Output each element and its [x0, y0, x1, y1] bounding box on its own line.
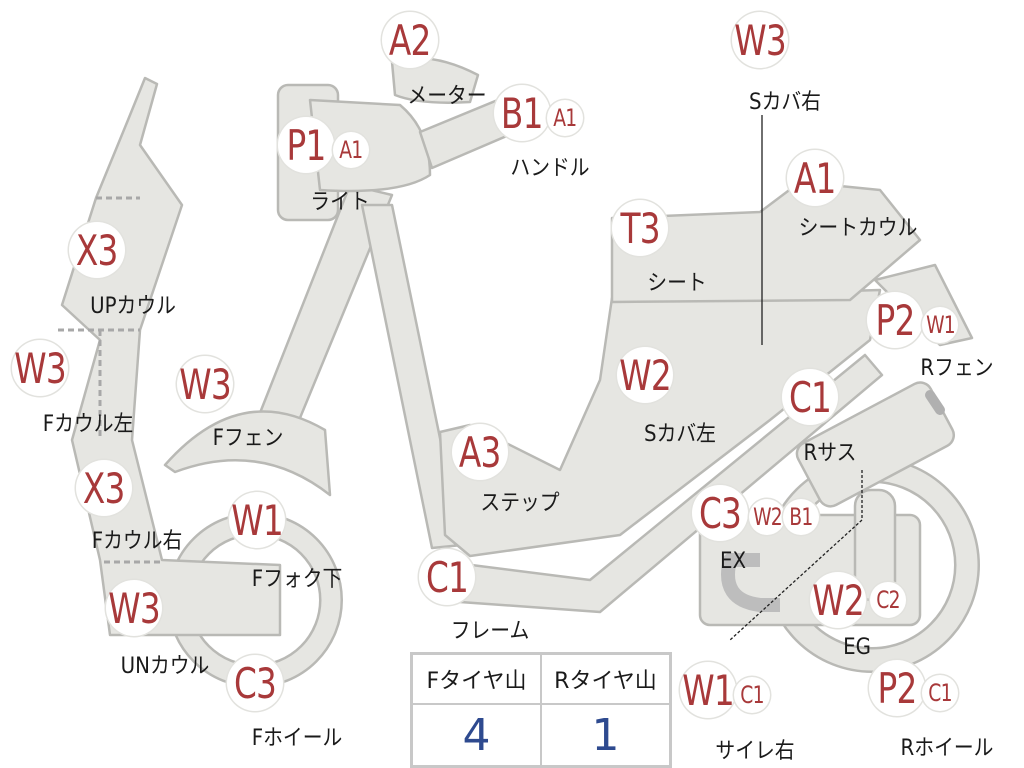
grade-badge: W2 — [617, 347, 673, 403]
grade-badge: A2 — [382, 12, 438, 68]
grade-text: X3 — [83, 463, 126, 513]
grade-badge: C3 — [692, 485, 748, 541]
part-label: Rフェン — [920, 356, 994, 381]
grade-text: W1 — [925, 311, 956, 339]
part-label: サイレ右 — [715, 739, 795, 764]
grade-text: W2 — [812, 575, 864, 625]
part-label: UNカウル — [120, 654, 210, 679]
grade-badge: C1 — [419, 549, 475, 605]
grade-text: W3 — [734, 15, 786, 65]
grade-badge: C1 — [734, 677, 770, 713]
grade-badge: W3 — [106, 580, 162, 636]
grade-text: A3 — [459, 427, 501, 477]
grade-text: X3 — [76, 225, 119, 275]
grade-text: W1 — [231, 495, 283, 545]
grade-badge: W1 — [680, 662, 736, 718]
grade-badge: P2 — [869, 660, 925, 716]
part-label: Fホイール — [251, 726, 343, 751]
grade-text: C3 — [233, 658, 277, 708]
grade-badge: P1 — [278, 117, 334, 173]
grade-text: B1 — [501, 88, 544, 138]
grade-text: C1 — [788, 372, 832, 422]
grade-text: C3 — [698, 488, 742, 538]
front-tire-header: Fタイヤ山 — [410, 652, 542, 705]
grade-badge: A3 — [452, 424, 508, 480]
grade-text: P2 — [875, 295, 915, 345]
grade-badge: A1 — [787, 150, 843, 206]
grade-text: A1 — [339, 136, 363, 164]
part-label: Rホイール — [900, 736, 994, 761]
grade-text: W3 — [14, 343, 66, 393]
part-label: EG — [843, 635, 871, 660]
part-label: フレーム — [450, 619, 530, 644]
grade-text: P2 — [877, 663, 917, 713]
grade-text: C1 — [425, 552, 469, 602]
grade-badge: X3 — [76, 460, 132, 516]
grade-text: P1 — [286, 120, 326, 170]
part-label: シート — [647, 271, 707, 296]
part-label: シートカウル — [798, 216, 918, 241]
grade-badge: W3 — [177, 356, 233, 412]
grade-text: T3 — [620, 203, 660, 253]
grade-badge: W1 — [229, 492, 285, 548]
part-label: EX — [719, 549, 747, 574]
front-fender-shape — [163, 410, 332, 497]
grade-text: A1 — [553, 104, 577, 132]
grade-badge: B1 — [783, 499, 819, 535]
grade-text: C1 — [740, 681, 764, 709]
grade-badge: X3 — [69, 222, 125, 278]
grade-badge: W3 — [12, 340, 68, 396]
grade-badge: B1 — [494, 85, 550, 141]
grade-text: B1 — [789, 503, 813, 531]
rear-tire-header: Rタイヤ山 — [540, 652, 672, 705]
part-label: Fカウル左 — [42, 412, 134, 437]
front-tire-value: 4 — [410, 703, 542, 768]
grade-badge: C3 — [227, 655, 283, 711]
grade-text: W2 — [619, 350, 671, 400]
grade-badge: C2 — [870, 582, 906, 618]
grade-badge: C1 — [782, 369, 838, 425]
grade-badge: P2 — [867, 292, 923, 348]
part-label: ライト — [310, 190, 370, 215]
grade-badge: T3 — [612, 200, 668, 256]
grade-badge: C1 — [922, 675, 958, 711]
grade-badge: W2 — [749, 499, 785, 535]
grade-badge: A1 — [333, 132, 369, 168]
part-label: Fフェン — [212, 426, 284, 451]
part-label: UPカウル — [90, 294, 176, 319]
handle-hub-shape — [308, 98, 432, 193]
part-label: メーター — [407, 84, 487, 109]
grade-badge: W1 — [922, 307, 958, 343]
part-label: Fカウル右 — [91, 529, 183, 554]
tire-tread-table: Fタイヤ山 Rタイヤ山 4 1 — [410, 652, 672, 768]
seat-shape — [610, 180, 922, 304]
rear-tire-value: 1 — [540, 703, 672, 768]
grade-text: C1 — [928, 679, 952, 707]
grade-text: W1 — [682, 665, 734, 715]
part-label: Sカバ左 — [644, 422, 716, 447]
part-label: ステップ — [480, 491, 560, 516]
part-label: Fフォク下 — [251, 567, 343, 592]
grade-text: C2 — [876, 586, 900, 614]
grade-text: W2 — [752, 503, 783, 531]
grade-text: A2 — [389, 15, 431, 65]
part-label: Sカバ右 — [749, 90, 821, 115]
grade-text: W3 — [179, 359, 231, 409]
part-label: ハンドル — [510, 156, 590, 181]
grade-text: W3 — [108, 583, 160, 633]
grade-badge: A1 — [547, 100, 583, 136]
grade-badge: W3 — [732, 12, 788, 68]
grade-text: A1 — [794, 153, 836, 203]
grade-badge: W2 — [810, 572, 866, 628]
part-label: Rサス — [803, 441, 857, 466]
